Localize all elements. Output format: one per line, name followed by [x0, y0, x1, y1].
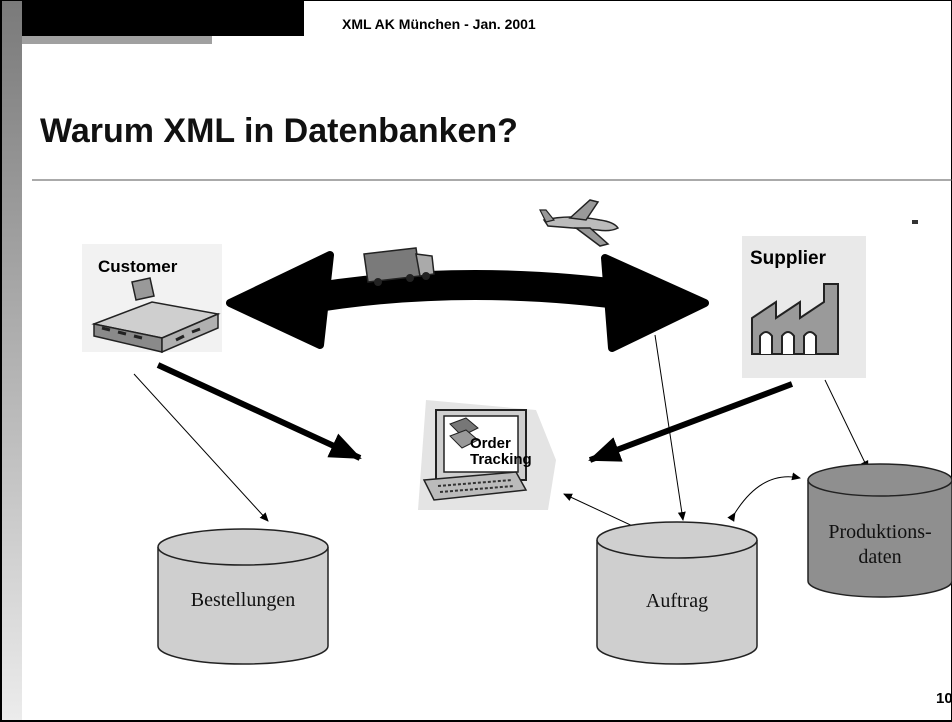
- slide-title: Warum XML in Datenbanken?: [40, 112, 518, 150]
- db-auftrag: Auftrag: [596, 521, 758, 665]
- left-gradient-bar: [0, 0, 22, 722]
- customer-label: Customer: [98, 257, 178, 276]
- tracking-label: Tracking: [470, 451, 532, 468]
- header-bar-grey: [22, 36, 212, 44]
- airplane-icon: [539, 199, 620, 247]
- truck-icon: [363, 247, 435, 286]
- db-produktionsdaten-label-line1: Produktions-: [828, 521, 931, 543]
- db-produktionsdaten: Produktions- daten: [807, 463, 952, 598]
- db-bestellungen-label: Bestellungen: [191, 589, 295, 611]
- supplier-icon[interactable]: Supplier: [742, 236, 866, 378]
- double-arrow-to-auftrag-arrow: [654, 334, 686, 521]
- header-bar-black: [0, 0, 304, 36]
- page-number: 10: [936, 690, 952, 707]
- db-bestellungen: Bestellungen: [157, 528, 329, 665]
- db-auftrag-label: Auftrag: [646, 590, 708, 612]
- order-tracking-icon[interactable]: Order Tracking: [418, 400, 556, 510]
- order-label: Order: [470, 435, 511, 452]
- supplier-to-produktionsdaten-arrow: [824, 379, 869, 470]
- customer-to-bestellungen-arrow: [133, 373, 269, 522]
- double-arrow-head-right: [601, 254, 709, 352]
- db-produktionsdaten-label-line2: daten: [858, 546, 901, 568]
- header-text: XML AK München - Jan. 2001: [342, 16, 536, 32]
- small-mark: [912, 220, 918, 224]
- supplier-label: Supplier: [750, 248, 827, 269]
- supplier-to-tracking-arrow: [588, 381, 794, 463]
- auftrag-produktionsdaten-arrow: [727, 472, 801, 522]
- customer-to-tracking-arrow: [156, 362, 362, 461]
- customer-supplier-double-arrow: [226, 251, 709, 352]
- double-arrow-head-left: [226, 251, 334, 349]
- customer-icon[interactable]: Customer: [82, 244, 222, 354]
